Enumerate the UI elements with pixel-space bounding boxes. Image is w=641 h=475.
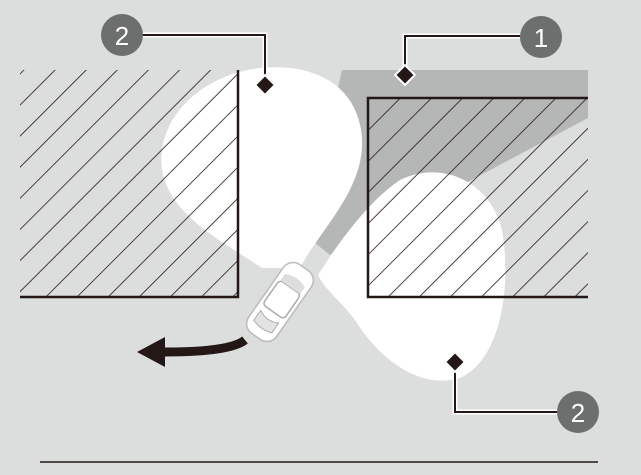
callout-coverage-upper: 2 — [101, 14, 277, 97]
callout-number: 2 — [115, 21, 129, 51]
car-icon — [245, 261, 315, 343]
building-right — [366, 96, 588, 299]
callout-coverage-lower: 2 — [443, 350, 599, 433]
callout-number: 1 — [534, 23, 548, 53]
reverse-direction-arrow-icon — [137, 336, 248, 367]
callout-blind-zone: 1 — [393, 16, 562, 87]
building-left — [20, 70, 240, 299]
callout-number: 2 — [571, 398, 585, 428]
